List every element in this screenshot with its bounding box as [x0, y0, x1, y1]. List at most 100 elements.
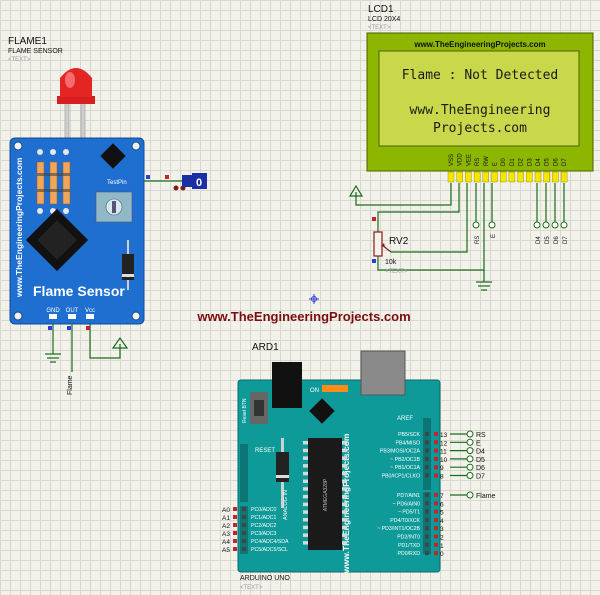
- net-terminal-d4[interactable]: [466, 447, 474, 455]
- flame-board-title: Flame Sensor: [33, 283, 125, 299]
- digital-pin-func-4: PD4/T0/XCK: [390, 518, 420, 524]
- potentiometer-rv2[interactable]: RV2 10k <TEXT>: [372, 217, 409, 275]
- net-terminal-d5[interactable]: [466, 455, 474, 463]
- lcd-pin-label-d7: D7: [562, 158, 568, 166]
- flame-wires: [45, 180, 182, 372]
- analog-pin-func-a5: PC5/ADC5/SCL: [251, 547, 288, 553]
- lcd-text-tag: <TEXT>: [368, 25, 391, 31]
- digital-net-label-d4: D4: [476, 449, 485, 456]
- flame-sensor-module[interactable]: FLAME1 FLAME SENSOR <TEXT> Te: [8, 36, 145, 325]
- net-terminal-flame[interactable]: [466, 491, 474, 499]
- pot-ref-label: RV2: [389, 236, 409, 247]
- lcd-pin-pad-d7[interactable]: [560, 171, 568, 183]
- flame-part-label: FLAME SENSOR: [8, 48, 63, 55]
- arduino-usb-connector: [360, 350, 406, 396]
- atmega-chip-text: ATMEGA328P: [323, 478, 329, 511]
- lcd-ref-label: LCD1: [368, 4, 394, 15]
- digital-pin-func-11: PB3/MOSI/OC2A: [380, 449, 421, 455]
- lcd-pin-pad-vss[interactable]: [447, 171, 455, 183]
- net-terminal-d6[interactable]: [466, 463, 474, 471]
- net-terminal-d7[interactable]: [466, 472, 474, 479]
- digital-pin-num-6: 6: [440, 501, 444, 508]
- lcd-pin-pad-d3[interactable]: [526, 171, 533, 183]
- lcd-pin-label-d5: D5: [545, 158, 551, 166]
- lcd-pin-label-d6: D6: [553, 158, 559, 166]
- lcd-net-rs: RS: [475, 236, 481, 244]
- arduino-power-header: [240, 444, 248, 502]
- digital-pin-func-13: PB5/SCK: [398, 432, 420, 438]
- analog-pin-name-a3: A3: [222, 531, 230, 538]
- analog-pin-func-a2: PC2/ADC2: [251, 523, 276, 529]
- lcd-net-labels: RS E D4 D5 D6 D7: [475, 234, 569, 244]
- lcd-pin-label-rs: RS: [475, 158, 481, 166]
- flame-pin-gnd: GND: [46, 308, 60, 314]
- lcd-pin-label-d1: D1: [510, 158, 516, 166]
- analog-pin-func-a1: PC1/ADC1: [251, 515, 276, 521]
- arduino-digital-header-lower: [423, 492, 431, 554]
- arduino-analog-in-label: ANALOG IN: [283, 490, 289, 520]
- lcd-pin-pad-vee[interactable]: [465, 171, 472, 183]
- arduino-uno[interactable]: ARD1 Reset BTN ON www.TheEngineeringProj…: [222, 342, 496, 591]
- digital-pin-num-3: 3: [440, 526, 444, 533]
- lcd-pin-pad-d1[interactable]: [508, 171, 516, 183]
- lcd-pin-label-vdd: VDD: [458, 153, 464, 166]
- lcd-net-d7: D7: [563, 236, 569, 244]
- lcd-pin-pad-d2[interactable]: [517, 171, 524, 183]
- arduino-analog-header: [240, 506, 248, 554]
- digital-pin-func-6: ~ PD6/AIN0: [392, 501, 420, 507]
- digital-pin-num-1: 1: [440, 543, 444, 550]
- digital-pin-num-11: 11: [440, 449, 447, 456]
- lcd-pin-label-d3: D3: [527, 158, 533, 166]
- lcd-pin-pad-e[interactable]: [491, 171, 498, 183]
- flame-text-tag: <TEXT>: [8, 57, 31, 63]
- lcd-part-label: LCD 20X4: [368, 16, 400, 23]
- lcd-pin-label-vss: VSS: [449, 154, 455, 166]
- testpin-value: 0: [196, 177, 202, 189]
- lcd-line-2: www.TheEngineering: [410, 103, 551, 118]
- digital-pin-func-7: PD7/AIN1: [397, 493, 420, 499]
- lcd-pin-pad-rw[interactable]: [482, 171, 489, 183]
- arduino-power-jack: [272, 362, 302, 408]
- lcd-pin-pad-d4[interactable]: [534, 171, 542, 183]
- lcd-pin-pad-d6[interactable]: [552, 171, 559, 183]
- digital-pin-num-4: 4: [440, 518, 444, 525]
- lcd-header-url: www.TheEngineeringProjects.com: [413, 40, 545, 49]
- lcd-net-d5: D5: [545, 236, 551, 244]
- digital-pin-num-2: 2: [440, 535, 444, 542]
- arduino-aref-label: AREF: [397, 416, 413, 422]
- analog-pin-func-a0: PC0/ADC0: [251, 507, 276, 513]
- digital-net-label-d6: D6: [476, 465, 485, 472]
- flame-testpin-label: TestPin: [107, 180, 127, 186]
- lcd-pin-label-rw: RW: [484, 156, 490, 166]
- net-terminal-e[interactable]: [466, 438, 474, 446]
- flame-net-label: Flame: [67, 375, 74, 395]
- lcd-module[interactable]: LCD1 LCD 20X4 <TEXT> www.TheEngineeringP…: [366, 4, 594, 183]
- lcd-net-d4: D4: [536, 236, 542, 244]
- analog-pin-name-a4: A4: [222, 539, 230, 546]
- analog-pin-name-a0: A0: [222, 507, 230, 514]
- lcd-net-e: E: [491, 234, 497, 238]
- digital-pin-num-5: 5: [440, 510, 444, 517]
- digital-pin-func-0: PD0/RXD: [398, 551, 421, 557]
- lcd-pin-pad-d0[interactable]: [500, 171, 507, 183]
- testpin-logic-probe[interactable]: 0: [182, 173, 207, 189]
- net-terminal-rs[interactable]: [466, 430, 474, 438]
- lcd-line-3: Projects.com: [433, 121, 527, 136]
- analog-pin-name-a5: A5: [222, 547, 230, 554]
- lcd-pin-pad-d5[interactable]: [543, 171, 550, 183]
- digital-net-label-rs: RS: [476, 432, 486, 439]
- lcd-pin-label-d0: D0: [501, 158, 507, 166]
- lcd-pin-label-d2: D2: [519, 158, 525, 166]
- origin-marker: [309, 294, 319, 304]
- flame-resistors: [36, 149, 71, 214]
- analog-pin-name-a2: A2: [222, 523, 230, 530]
- lcd-pin-pad-rs[interactable]: [473, 171, 481, 183]
- lcd-pin-pad-vdd[interactable]: [456, 171, 463, 183]
- digital-pin-num-10: 10: [440, 457, 448, 464]
- flame-diode: [122, 240, 134, 290]
- arduino-text-tag: <TEXT>: [240, 585, 263, 591]
